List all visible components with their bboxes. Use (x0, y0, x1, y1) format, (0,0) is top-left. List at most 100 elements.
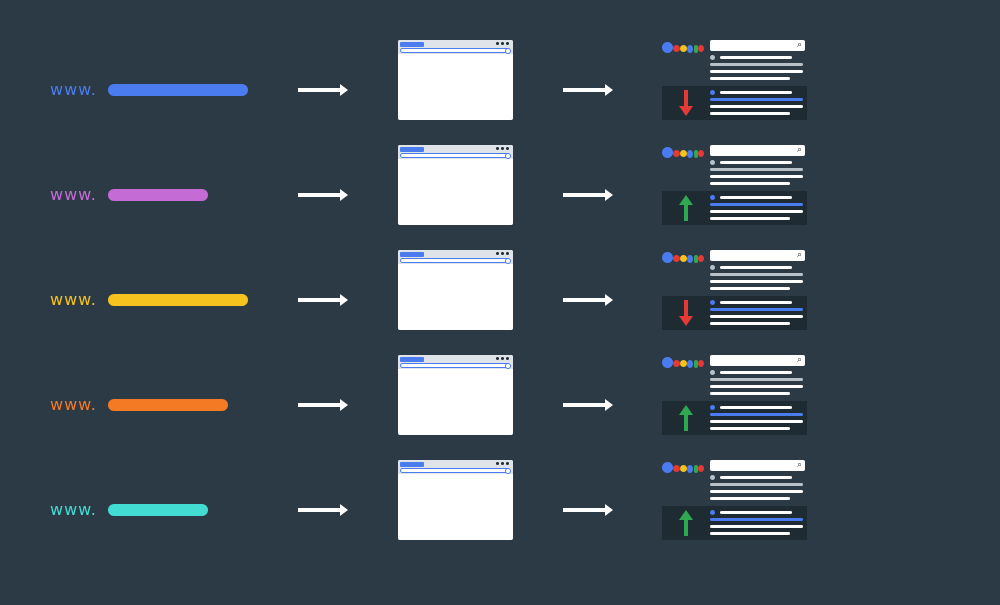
search-box: ⌕ (710, 460, 805, 471)
right-arrow-icon (563, 189, 613, 201)
arrow-shaft (298, 88, 342, 92)
browser-window-icon (398, 460, 513, 540)
result-line (710, 77, 790, 80)
magnifier-icon: ⌕ (796, 40, 802, 50)
result-line (720, 56, 792, 59)
flow-row: www. ⌕ (0, 40, 1000, 185)
search-results-page: ⌕ (662, 250, 807, 335)
browser-tab (400, 462, 424, 467)
result-line (720, 406, 792, 409)
flow-row: www. ⌕ (0, 355, 1000, 500)
logo-letter (687, 45, 693, 53)
result-favicon (710, 510, 715, 515)
window-control-icon (506, 147, 509, 150)
logo-letter (673, 360, 680, 367)
result-line (720, 91, 792, 94)
result-favicon (710, 405, 715, 410)
window-control-icon (501, 357, 504, 360)
search-box: ⌕ (710, 250, 805, 261)
logo-letter (673, 465, 680, 472)
trend-tip (679, 405, 693, 415)
ranking-up-arrow-icon (679, 195, 693, 221)
ranking-down-arrow-icon (679, 300, 693, 326)
window-control-icon (506, 462, 509, 465)
result-favicon (710, 265, 715, 270)
window-control-icon (496, 252, 499, 255)
trend-stem (684, 203, 688, 221)
result-line (720, 161, 792, 164)
magnifier-icon: ⌕ (796, 145, 802, 155)
result-line (720, 371, 792, 374)
trend-stem (684, 413, 688, 431)
result-favicon (710, 370, 715, 375)
result-line (710, 168, 803, 171)
result-line (710, 112, 790, 115)
arrow-shaft (298, 298, 342, 302)
arrow-shaft (563, 193, 607, 197)
url-prefix: www. (50, 80, 97, 99)
result-line (710, 70, 803, 73)
url-prefix: www. (50, 500, 97, 519)
browser-tab (400, 357, 424, 362)
logo-letter (680, 150, 687, 157)
logo-letter (662, 252, 673, 263)
trend-tip (679, 510, 693, 520)
result-line (710, 497, 790, 500)
window-control-icon (506, 252, 509, 255)
arrow-head (605, 84, 613, 96)
arrow-shaft (298, 508, 342, 512)
search-results-page: ⌕ (662, 355, 807, 440)
result-line (710, 322, 790, 325)
right-arrow-icon (298, 399, 348, 411)
browser-tab (400, 42, 424, 47)
result-line (710, 378, 803, 381)
search-results-page: ⌕ (662, 460, 807, 545)
magnifier-icon: ⌕ (796, 460, 802, 470)
result-line (710, 315, 803, 318)
arrow-head (605, 504, 613, 516)
browser-tab (400, 147, 424, 152)
window-control-icon (506, 42, 509, 45)
url-prefix: www. (50, 185, 97, 204)
flow-row: www.⌕ (0, 250, 1000, 395)
result-line (710, 413, 803, 416)
address-bar-button (505, 363, 511, 369)
result-line (720, 511, 792, 514)
result-line (710, 525, 803, 528)
right-arrow-icon (563, 504, 613, 516)
trend-stem (684, 518, 688, 536)
result-line (710, 273, 803, 276)
result-favicon (710, 195, 715, 200)
url-prefix: www. (50, 395, 97, 414)
window-control-icon (501, 147, 504, 150)
result-line (710, 532, 790, 535)
result-line (710, 420, 803, 423)
result-line (710, 175, 803, 178)
window-control-icon (496, 42, 499, 45)
arrow-shaft (298, 193, 342, 197)
right-arrow-icon (298, 294, 348, 306)
arrow-head (605, 294, 613, 306)
address-bar-button (505, 258, 511, 264)
arrow-head (605, 189, 613, 201)
magnifier-icon: ⌕ (796, 250, 802, 260)
arrow-head (340, 294, 348, 306)
result-line (710, 182, 790, 185)
logo-letter (673, 255, 680, 262)
logo-letter (698, 465, 704, 472)
logo-letter (694, 255, 698, 263)
window-control-icon (501, 252, 504, 255)
result-favicon (710, 475, 715, 480)
address-bar-button (505, 48, 511, 54)
trend-stem (684, 90, 688, 108)
arrow-shaft (563, 508, 607, 512)
logo-letter (694, 465, 698, 473)
logo-letter (698, 360, 704, 367)
logo-letter (680, 45, 687, 52)
result-line (710, 217, 790, 220)
logo-letter (662, 42, 673, 53)
logo-letter (673, 150, 680, 157)
window-control-icon (496, 357, 499, 360)
result-line (710, 105, 803, 108)
result-line (710, 490, 803, 493)
